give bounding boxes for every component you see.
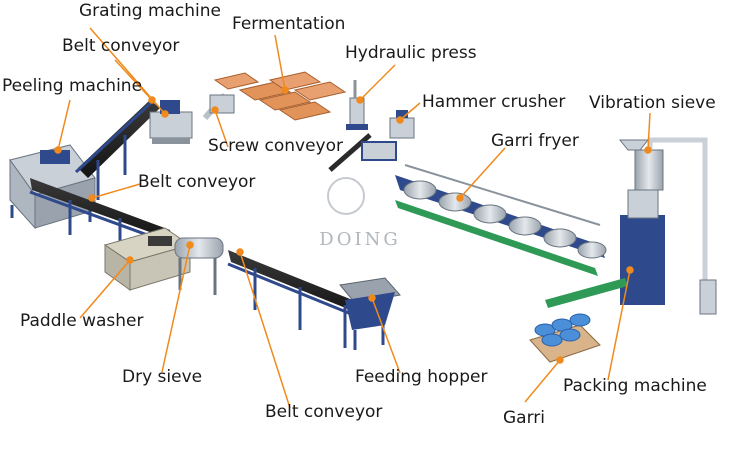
screw-conveyor [202, 93, 235, 120]
garri-fryer-line [395, 164, 607, 276]
paddle-washer [103, 227, 192, 291]
label-belt-conveyor-bottom: Belt conveyor [265, 402, 383, 422]
belt-conveyor-incline [74, 100, 160, 200]
fryer-feed-conveyor [328, 133, 397, 172]
label-screw-conveyor: Screw conveyor [208, 136, 344, 156]
feeding-hopper [339, 277, 401, 350]
watermark-logo [327, 177, 365, 215]
packing-machine [618, 137, 717, 315]
watermark-text: DOING [319, 229, 400, 250]
label-paddle-washer: Paddle washer [20, 311, 144, 331]
label-peeling-machine: Peeling machine [2, 76, 143, 96]
leader-lines [54, 27, 652, 409]
fermentation-pallets [213, 71, 347, 121]
belt-conveyor-lower [227, 250, 368, 348]
label-vibration-sieve: Vibration sieve [589, 93, 716, 113]
label-garri: Garri [503, 408, 545, 428]
label-hydraulic-press: Hydraulic press [345, 43, 477, 63]
label-dry-sieve: Dry sieve [122, 367, 203, 387]
hydraulic-press [346, 80, 368, 130]
label-belt-conveyor-mid: Belt conveyor [138, 172, 256, 192]
label-garri-fryer: Garri fryer [491, 131, 579, 151]
grating-machine [149, 100, 193, 144]
label-hammer-crusher: Hammer crusher [422, 92, 566, 112]
label-feeding-hopper: Feeding hopper [355, 367, 488, 387]
hammer-crusher [389, 110, 415, 139]
garri-bags [529, 313, 601, 363]
label-grating-machine: Grating machine [79, 1, 221, 21]
label-packing-machine: Packing machine [563, 376, 707, 396]
label-fermentation: Fermentation [232, 14, 346, 34]
label-belt-conveyor-top: Belt conveyor [62, 36, 180, 56]
bag-conveyor [545, 278, 628, 308]
